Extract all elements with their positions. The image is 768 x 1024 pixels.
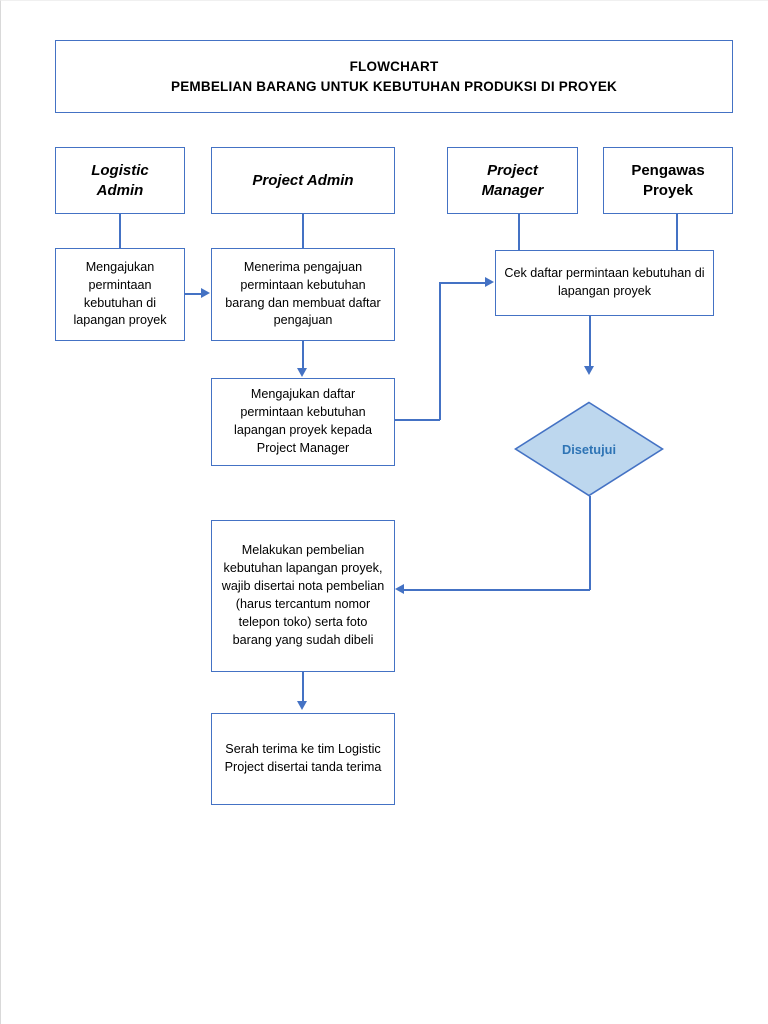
connector-into-cek-daftar [439,282,487,284]
connector-pengawas-proyek-to-cek [676,214,678,250]
role-box-logistic-admin[interactable]: Logistic Admin [55,147,185,214]
connector-project-admin-to-process [302,214,304,248]
arrowhead-cek-daftar-to-disetujui [584,366,594,375]
process-box-menerima-pengajuan[interactable]: Menerima pengajuan permintaan kebutuhan … [211,248,395,341]
process-text: Melakukan pembelian kebutuhan lapangan p… [221,543,385,647]
role-box-project-admin[interactable]: Project Admin [211,147,395,214]
decision-diamond-shape [514,401,664,497]
connector-mengajukan-daftar-right [395,419,440,421]
process-text: Serah terima ke tim Logistic Project dis… [224,742,382,774]
process-box-cek-daftar[interactable]: Cek daftar permintaan kebutuhan di lapan… [495,250,714,316]
process-text: Mengajukan daftar permintaan kebutuhan l… [234,387,372,455]
connector-cek-daftar-to-disetujui [589,316,591,369]
process-text: Mengajukan permintaan kebutuhan di lapan… [73,259,167,328]
connector-menerima-to-mengajukan-daftar [302,341,304,371]
arrowhead-menerima-to-mengajukan-daftar [297,368,307,377]
arrowhead-disetujui-to-pembelian [395,584,404,594]
process-box-melakukan-pembelian[interactable]: Melakukan pembelian kebutuhan lapangan p… [211,520,395,672]
decision-disetujui[interactable]: Disetujui [514,401,664,497]
flowchart-title-box: FLOWCHART PEMBELIAN BARANG UNTUK KEBUTUH… [55,40,733,113]
role-label-line-2: Proyek [642,181,694,199]
title-line-2: PEMBELIAN BARANG UNTUK KEBUTUHAN PRODUKS… [171,78,617,94]
connector-mengajukan-to-menerima [185,293,203,295]
role-label-line-2: Admin [96,181,144,199]
connector-disetujui-to-pembelian [403,589,590,591]
role-box-pengawas-proyek[interactable]: Pengawas Proyek [603,147,733,214]
process-text: Cek daftar permintaan kebutuhan di lapan… [504,266,705,298]
role-box-project-manager[interactable]: Project Manager [447,147,578,214]
connector-project-manager-to-cek [518,214,520,250]
arrowhead-into-cek-daftar [485,277,494,287]
role-label-line-2: Manager [481,181,544,199]
role-label-line-1: Project [487,162,538,179]
connector-disetujui-down [589,496,591,590]
role-label-line-1: Project Admin [252,171,354,189]
arrowhead-mengajukan-to-menerima [201,288,210,298]
arrowhead-pembelian-to-serah-terima [297,701,307,710]
connector-pembelian-to-serah-terima [302,672,304,704]
process-text: Menerima pengajuan permintaan kebutuhan … [225,259,381,328]
process-box-serah-terima[interactable]: Serah terima ke tim Logistic Project dis… [211,713,395,805]
role-label-line-1: Pengawas [631,162,705,179]
role-label-line-1: Logistic [91,162,149,179]
connector-logistic-admin-to-process [119,214,121,248]
process-box-mengajukan-permintaan[interactable]: Mengajukan permintaan kebutuhan di lapan… [55,248,185,341]
connector-mengajukan-daftar-up [439,282,441,420]
process-box-mengajukan-daftar[interactable]: Mengajukan daftar permintaan kebutuhan l… [211,378,395,466]
title-line-1: FLOWCHART [349,58,439,74]
